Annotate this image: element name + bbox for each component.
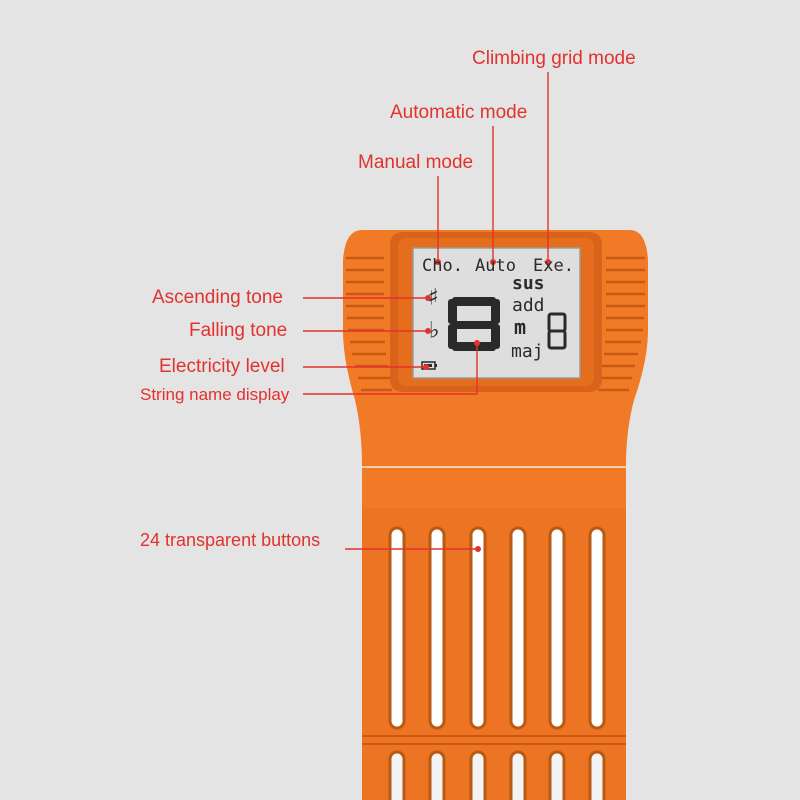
callout-manual-mode: Manual mode (358, 152, 474, 173)
sharp-icon: ♯ (426, 283, 441, 311)
lower-ridge-band (362, 735, 626, 745)
callout-ascending-tone: Ascending tone (152, 287, 283, 308)
transparent-buttons-row-2 (388, 750, 606, 800)
leader-dots (423, 259, 551, 552)
callout-string-name-display: String name display (140, 385, 290, 404)
lcd-chord-maj: maj (511, 341, 544, 362)
lcd-chord-m: m (514, 315, 527, 339)
callout-climbing-grid-mode: Climbing grid mode (472, 48, 636, 69)
lcd-mode-exe: Exe. (533, 256, 574, 276)
right-grip-ridges (598, 256, 645, 392)
callout-transparent-buttons: 24 transparent buttons (140, 530, 321, 550)
small-seven-segment-digit (547, 312, 567, 350)
big-seven-segment-digit (448, 297, 500, 351)
flat-icon: ♭ (427, 316, 442, 344)
transparent-buttons (388, 526, 606, 730)
callout-electricity-level: Electricity level (159, 356, 285, 377)
lcd-mode-cho: Cho. (422, 256, 463, 276)
callout-automatic-mode: Automatic mode (390, 102, 528, 123)
lcd-chord-sus: sus (512, 273, 545, 294)
lcd-mode-auto: Auto (475, 256, 516, 276)
leader-lines (303, 72, 549, 550)
callout-falling-tone: Falling tone (189, 320, 288, 341)
lcd-chord-add: add (512, 295, 545, 316)
left-grip-ridges (346, 256, 392, 392)
